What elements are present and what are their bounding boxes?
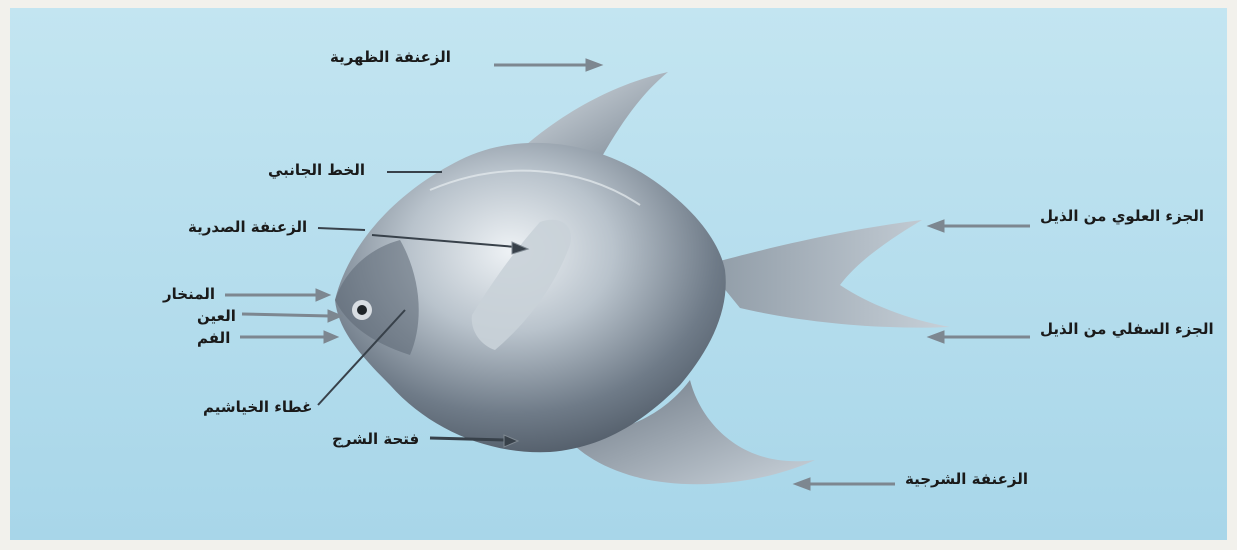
label-mouth: الفم (197, 331, 230, 346)
label-nostril: المنخار (163, 287, 215, 302)
eye-arrow (242, 314, 330, 316)
fish-pupil (357, 305, 367, 315)
label-anal-fin: الزعنفة الشرجية (905, 472, 1028, 487)
label-tail-upper: الجزء العلوي من الذيل (1040, 209, 1204, 224)
label-gill-cover: غطاء الخياشيم (203, 400, 312, 415)
label-dorsal-fin: الزعنفة الظهرية (330, 50, 451, 65)
label-pectoral-fin: الزعنفة الصدرية (188, 220, 307, 235)
label-lateral-line: الخط الجانبي (268, 163, 365, 178)
label-anal-opening: فتحة الشرج (332, 432, 419, 447)
label-eye: العين (197, 309, 236, 324)
label-tail-lower: الجزء السفلي من الذيل (1040, 322, 1214, 337)
anal-opening-arrow (430, 438, 505, 440)
